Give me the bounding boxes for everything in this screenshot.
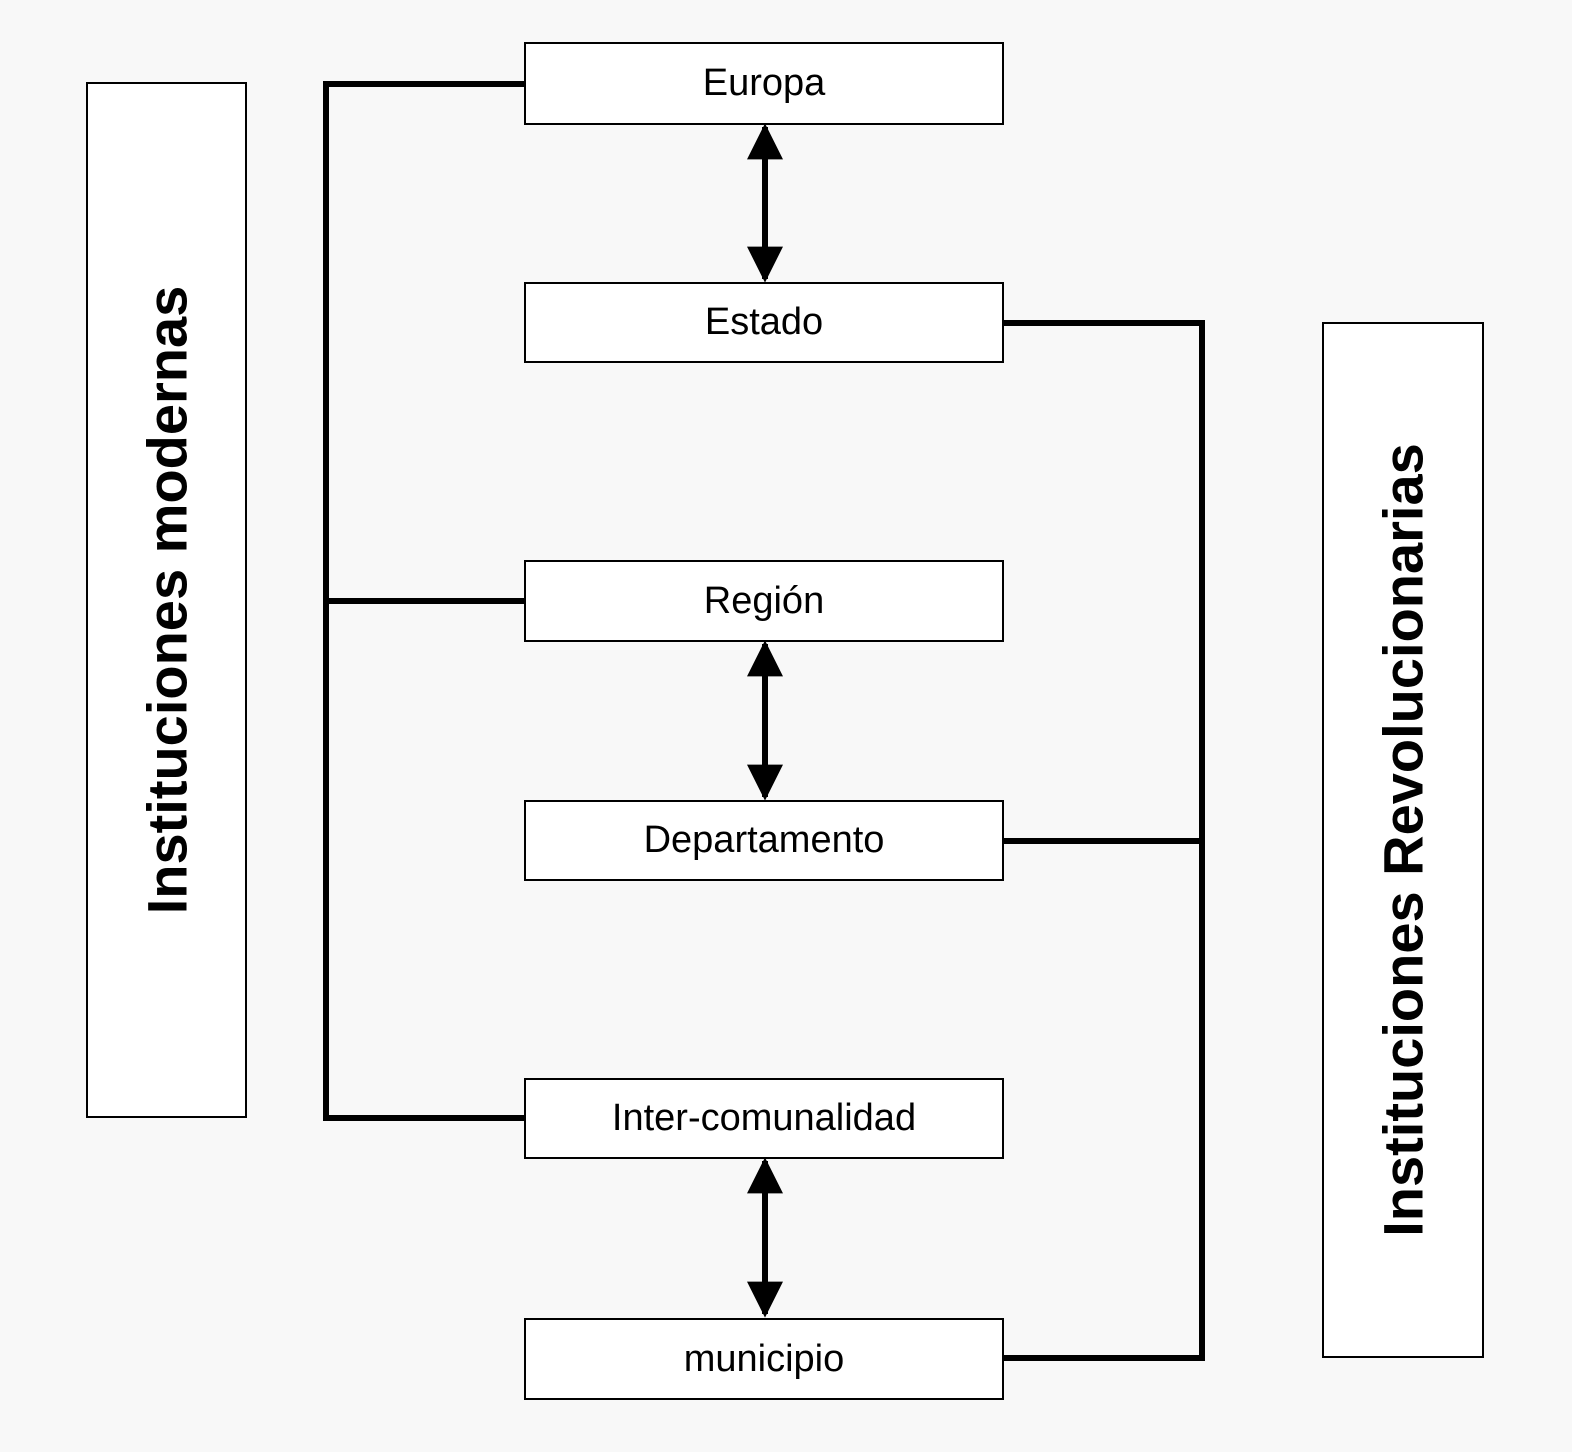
node-region: Región [524, 560, 1004, 642]
left-group-box: Instituciones modernas [86, 82, 247, 1118]
left-bracket [323, 81, 526, 1121]
right-group-box: Instituciones Revolucionarias [1322, 322, 1484, 1358]
node-europa: Europa [524, 42, 1004, 125]
node-municipio: municipio [524, 1318, 1004, 1400]
left-group-label: Instituciones modernas [135, 285, 198, 915]
node-estado: Estado [524, 282, 1004, 363]
node-departamento: Departamento [524, 800, 1004, 881]
node-intercomunalidad: Inter-comunalidad [524, 1078, 1004, 1159]
right-bracket [1002, 320, 1205, 1361]
right-group-label: Instituciones Revolucionarias [1371, 443, 1435, 1237]
